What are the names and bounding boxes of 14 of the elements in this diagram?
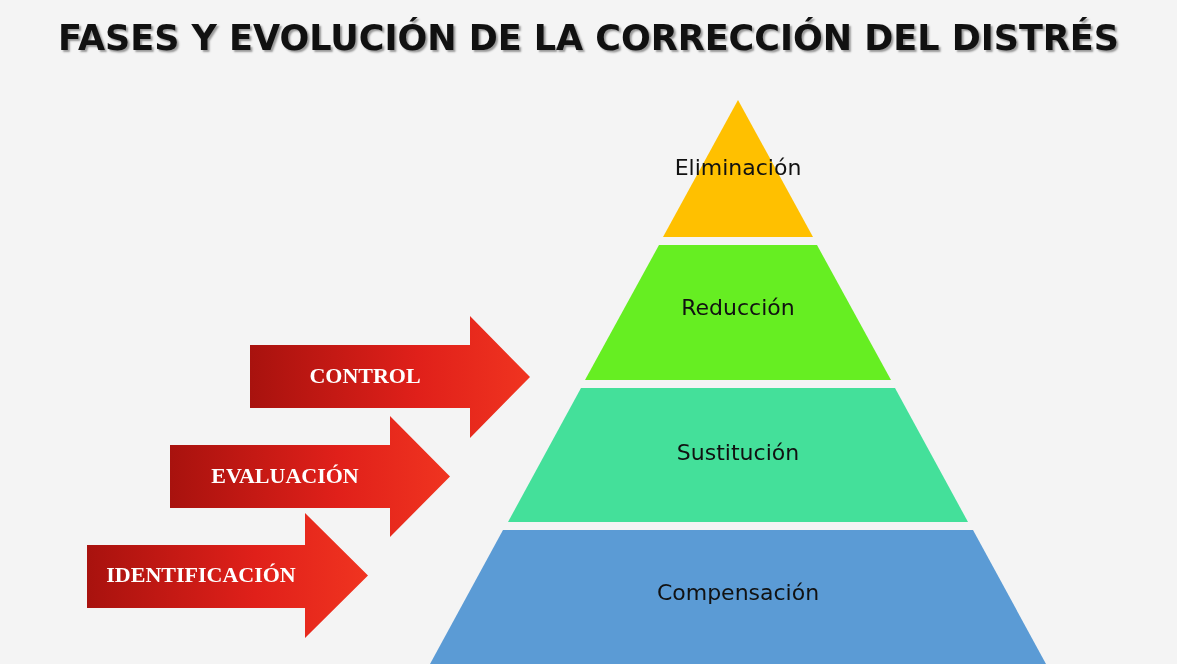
arrow-banner xyxy=(250,316,530,438)
pyramid-level xyxy=(508,388,968,522)
title: FASES Y EVOLUCIÓN DE LA CORRECCIÓN DEL DISTRÉS xyxy=(58,18,1119,58)
arrow-label: EVALUACIÓN xyxy=(211,462,359,489)
pyramid-level xyxy=(430,530,1046,664)
arrow-label: CONTROL xyxy=(309,363,421,389)
arrow-banner xyxy=(170,416,450,537)
level-label: Reducción xyxy=(681,295,795,320)
arrow-banner xyxy=(87,513,368,638)
pyramid-level xyxy=(663,100,813,237)
level-label: Compensación xyxy=(656,580,820,605)
level-label: Sustitución xyxy=(676,440,800,465)
arrow-label: IDENTIFICACIÓN xyxy=(106,561,296,588)
pyramid-level xyxy=(585,245,891,380)
